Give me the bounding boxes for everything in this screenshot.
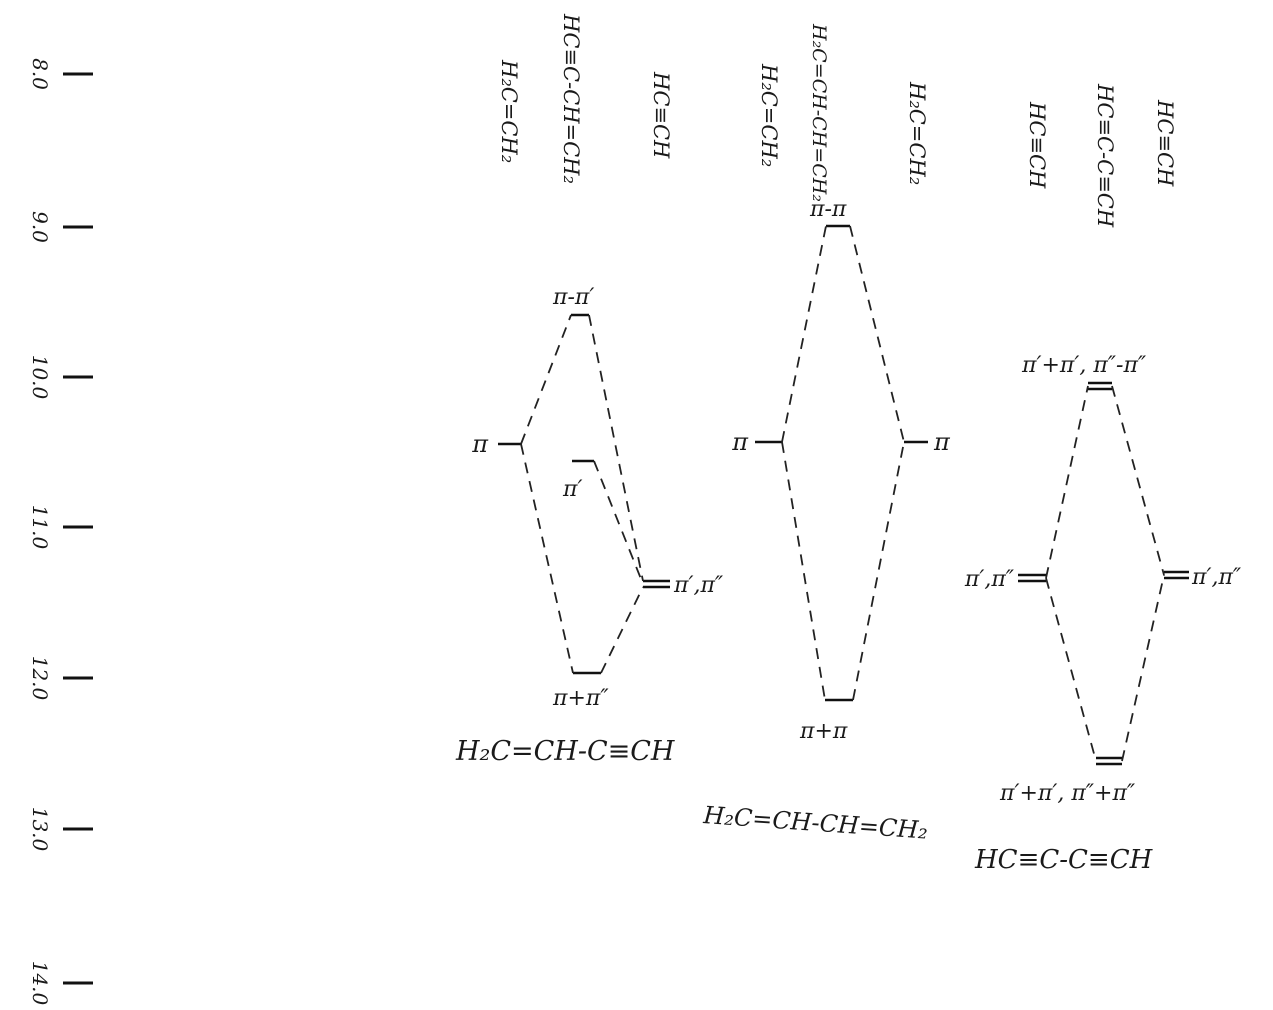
axis-label-8: 8.0: [28, 58, 52, 90]
label-pi-right: π: [933, 428, 951, 456]
diagram-butadiene: H₂C=CH₂ H₂C=CH-CH=CH₂ H₂C=CH₂ π π-π π π+…: [702, 23, 951, 845]
corr-line: [588, 314, 644, 582]
label-pi-minus: π-π′: [552, 285, 594, 310]
molecule-label: H₂C=CH-CH=CH₂: [702, 801, 929, 845]
label-bottom: π′+π′, π″+π″: [999, 781, 1136, 806]
corr-line: [1045, 385, 1089, 579]
diagram-vinylacetylene: H₂C=CH₂ HC≡C-CH=CH₂ HC≡CH π π-π′ π′ π′,π…: [455, 13, 724, 767]
label-pi-left: π: [471, 430, 489, 458]
axis-label-12: 12.0: [28, 656, 52, 701]
header-ethylene: H₂C=CH₂: [905, 81, 929, 185]
corr-line: [849, 225, 905, 443]
header-diacetylene: HC≡C-C≡CH: [1093, 83, 1117, 228]
label-pi-plus: π+π″: [552, 686, 609, 711]
header-ethylene: H₂C=CH₂: [497, 59, 521, 163]
corr-line: [852, 441, 905, 701]
corr-line: [1045, 577, 1097, 762]
energy-axis: 8.0 9.0 10.0 11.0 12.0 13.0 14.0: [28, 58, 93, 1006]
corr-line: [781, 225, 827, 443]
label-top: π′+π′, π″-π″: [1021, 353, 1147, 378]
axis-label-11: 11.0: [28, 505, 52, 550]
axis-label-9: 9.0: [28, 211, 52, 243]
header-acetylene: HC≡CH: [649, 71, 673, 159]
axis-label-14: 14.0: [28, 961, 52, 1006]
axis-label-10: 10.0: [28, 355, 52, 400]
label-right: π′,π″: [1191, 565, 1242, 590]
molecule-label: H₂C=CH-C≡CH: [455, 736, 675, 767]
axis-label-13: 13.0: [28, 807, 52, 852]
label-pi-plus: π+π: [799, 719, 848, 744]
header-ethylene: H₂C=CH₂: [757, 63, 781, 167]
header-acetylene: HC≡CH: [1153, 99, 1177, 187]
corr-line: [600, 586, 644, 674]
header-acetylene: HC≡CH: [1025, 101, 1049, 189]
label-left: π′,π″: [964, 567, 1015, 592]
corr-line: [593, 460, 644, 585]
corr-line: [520, 314, 572, 445]
molecule-label: HC≡C-C≡CH: [974, 845, 1154, 875]
label-pi-deg: π′,π″: [673, 573, 724, 598]
corr-line: [1111, 385, 1165, 576]
header-vinylacetylene: HC≡C-CH=CH₂: [559, 13, 583, 184]
corr-line: [1121, 574, 1165, 762]
corr-line: [781, 441, 826, 701]
corr-line: [520, 443, 574, 674]
label-pi-prime: π′: [562, 477, 582, 502]
label-pi-left: π: [731, 428, 749, 456]
diagram-diacetylene: HC≡CH HC≡C-C≡CH HC≡CH π′,π″ π′+π′, π″-π″…: [964, 83, 1242, 875]
header-butadiene: H₂C=CH-CH=CH₂: [808, 23, 830, 202]
label-pi-minus: π-π: [809, 197, 847, 222]
